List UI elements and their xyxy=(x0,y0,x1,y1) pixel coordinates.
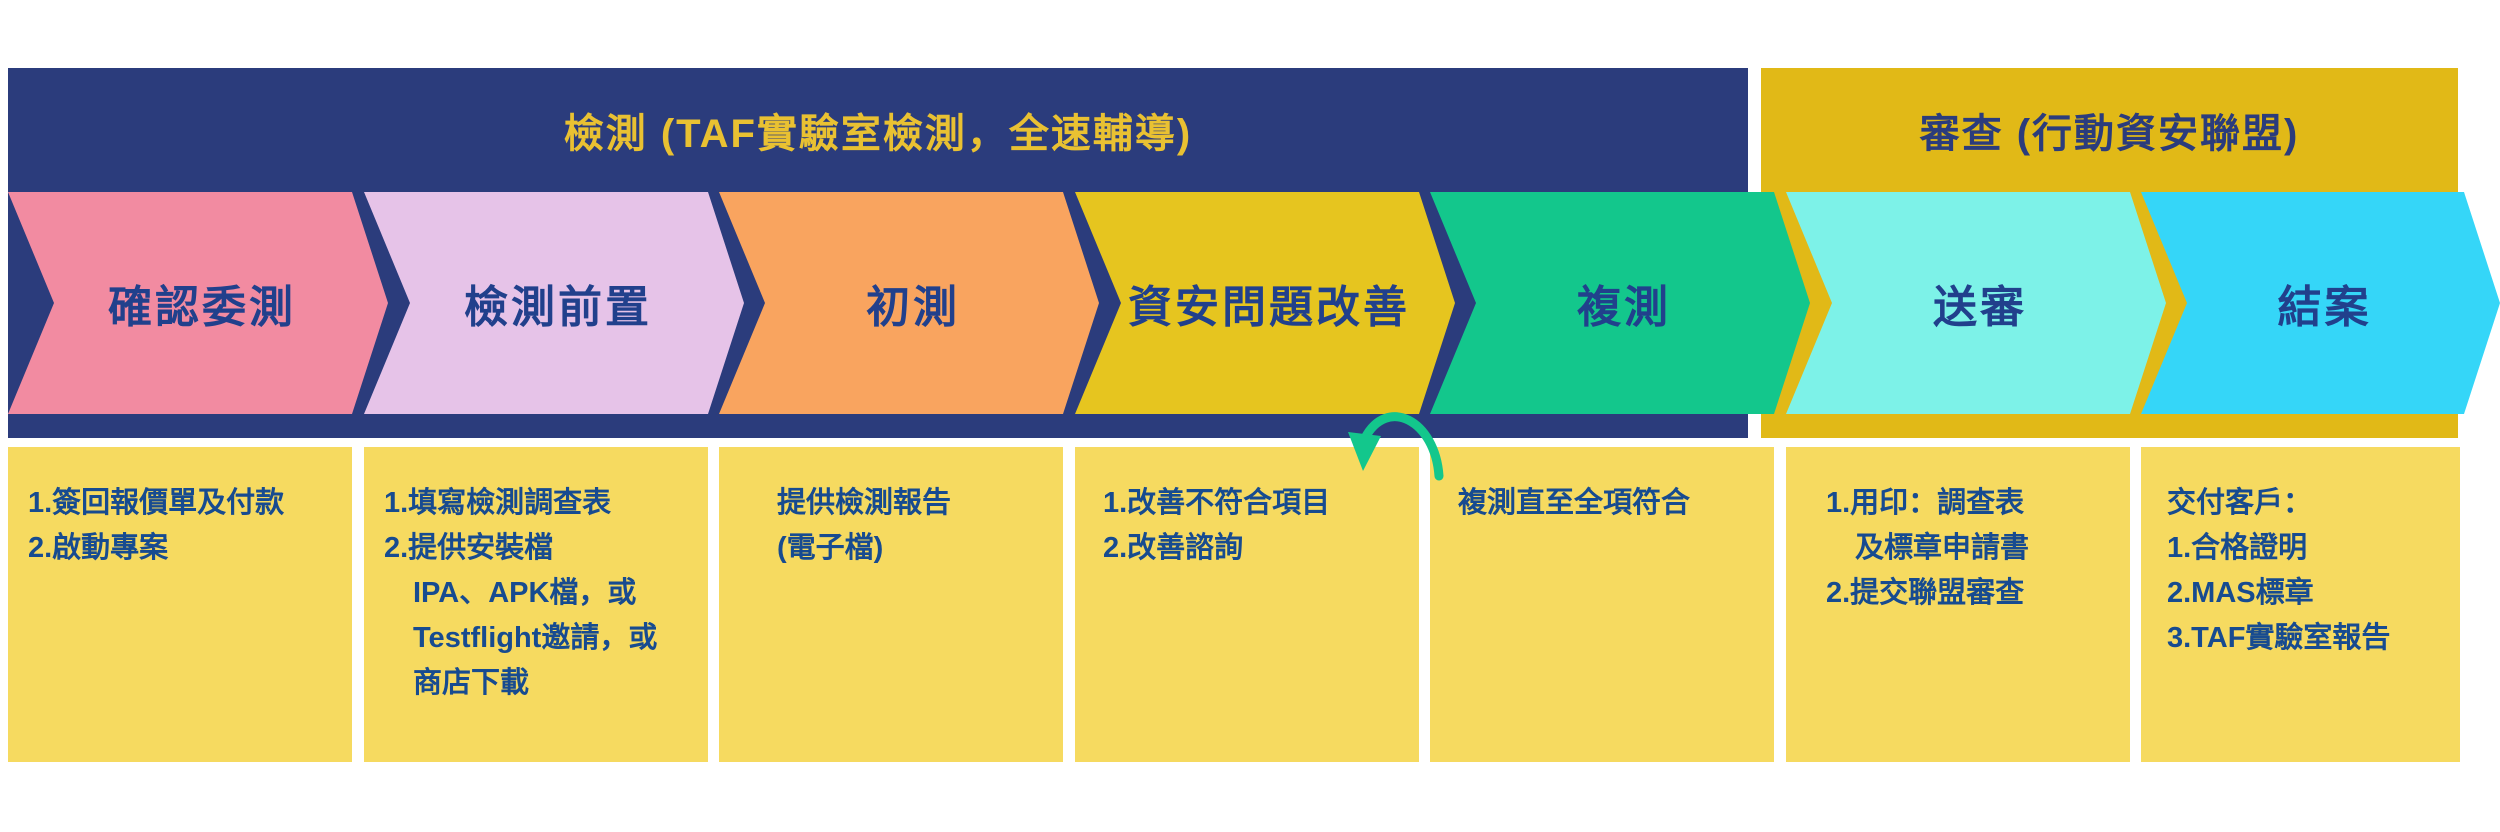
step-detail-box: 提供檢測報告 (電子檔) xyxy=(719,447,1063,762)
step-label: 結案 xyxy=(2277,283,2372,332)
step-arrow-initial-test: 初測 xyxy=(719,192,1099,414)
step-arrow-improve: 資安問題改善 xyxy=(1075,192,1455,414)
step-detail-box: 1.用印：調查表 及標章申請書 2.提交聯盟審查 xyxy=(1786,447,2130,762)
step-arrow-close-case: 結案 xyxy=(2141,192,2500,414)
step-label: 資安問題改善 xyxy=(1128,283,1410,332)
step-label: 複測 xyxy=(1577,283,1671,332)
step-detail-box: 1.填寫檢測調查表 2.提供安裝檔 IPA、APK檔，或 Testflight邀… xyxy=(364,447,708,762)
step-detail-box: 1.改善不符合項目 2.改善諮詢 xyxy=(1075,447,1419,762)
step-label: 檢測前置 xyxy=(464,283,652,332)
step-arrow-submit-review: 送審 xyxy=(1786,192,2166,414)
test-phase-title: 檢測 (TAF實驗室檢測，全速輔導) xyxy=(563,112,1193,156)
step-label: 送審 xyxy=(1933,283,2027,332)
step-arrow-pretest: 檢測前置 xyxy=(364,192,744,414)
step-detail-box: 複測直至全項符合 xyxy=(1430,447,1774,762)
step-label: 確認委測 xyxy=(108,283,296,332)
step-arrow-retest: 複測 xyxy=(1430,192,1810,414)
step-detail-box: 交付客戶： 1.合格證明 2.MAS標章 3.TAF實驗室報告 xyxy=(2141,447,2460,762)
step-detail-box: 1.簽回報價單及付款 2.啟動專案 xyxy=(8,447,352,762)
review-phase-title: 審查 (行動資安聯盟) xyxy=(1919,112,2300,156)
step-arrow-confirm: 確認委測 xyxy=(8,192,388,414)
retest-return-arrow-icon xyxy=(1348,412,1444,481)
step-label: 初測 xyxy=(866,283,960,332)
